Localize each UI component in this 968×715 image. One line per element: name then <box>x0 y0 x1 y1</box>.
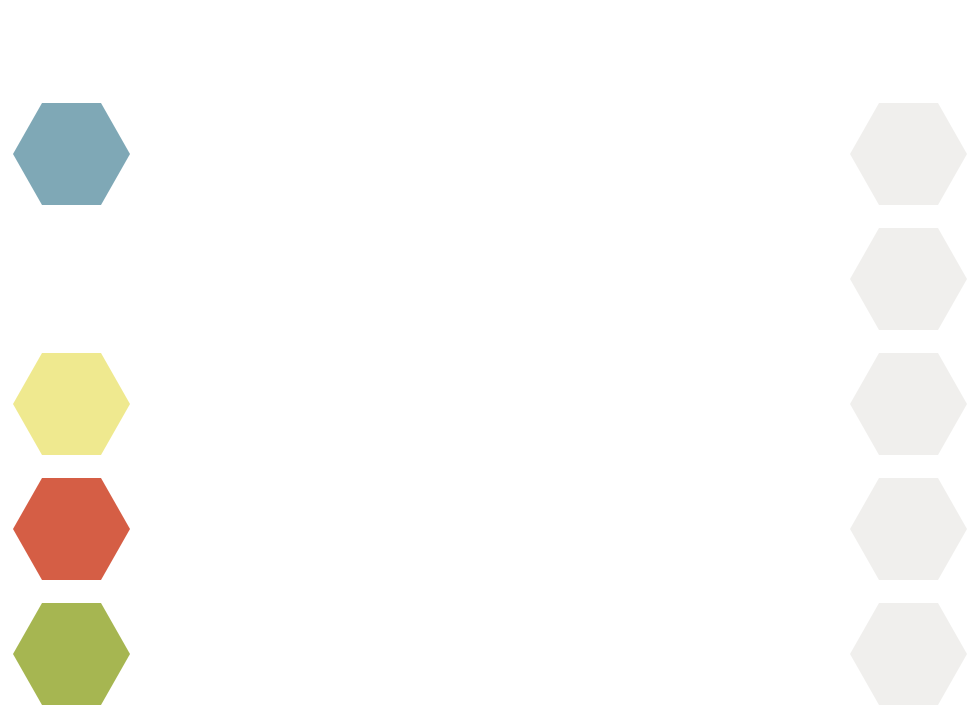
right-hexagon-slot-5[interactable] <box>850 603 967 705</box>
left-hexagon-5[interactable] <box>13 603 130 705</box>
right-hexagon-slot-3[interactable] <box>850 353 967 455</box>
right-hexagon-slot-1[interactable] <box>850 103 967 205</box>
left-hexagon-4[interactable] <box>13 478 130 580</box>
right-hexagon-slot-2[interactable] <box>850 228 967 330</box>
left-hexagon-3[interactable] <box>13 353 130 455</box>
right-hexagon-slot-4[interactable] <box>850 478 967 580</box>
left-hexagon-1[interactable] <box>13 103 130 205</box>
